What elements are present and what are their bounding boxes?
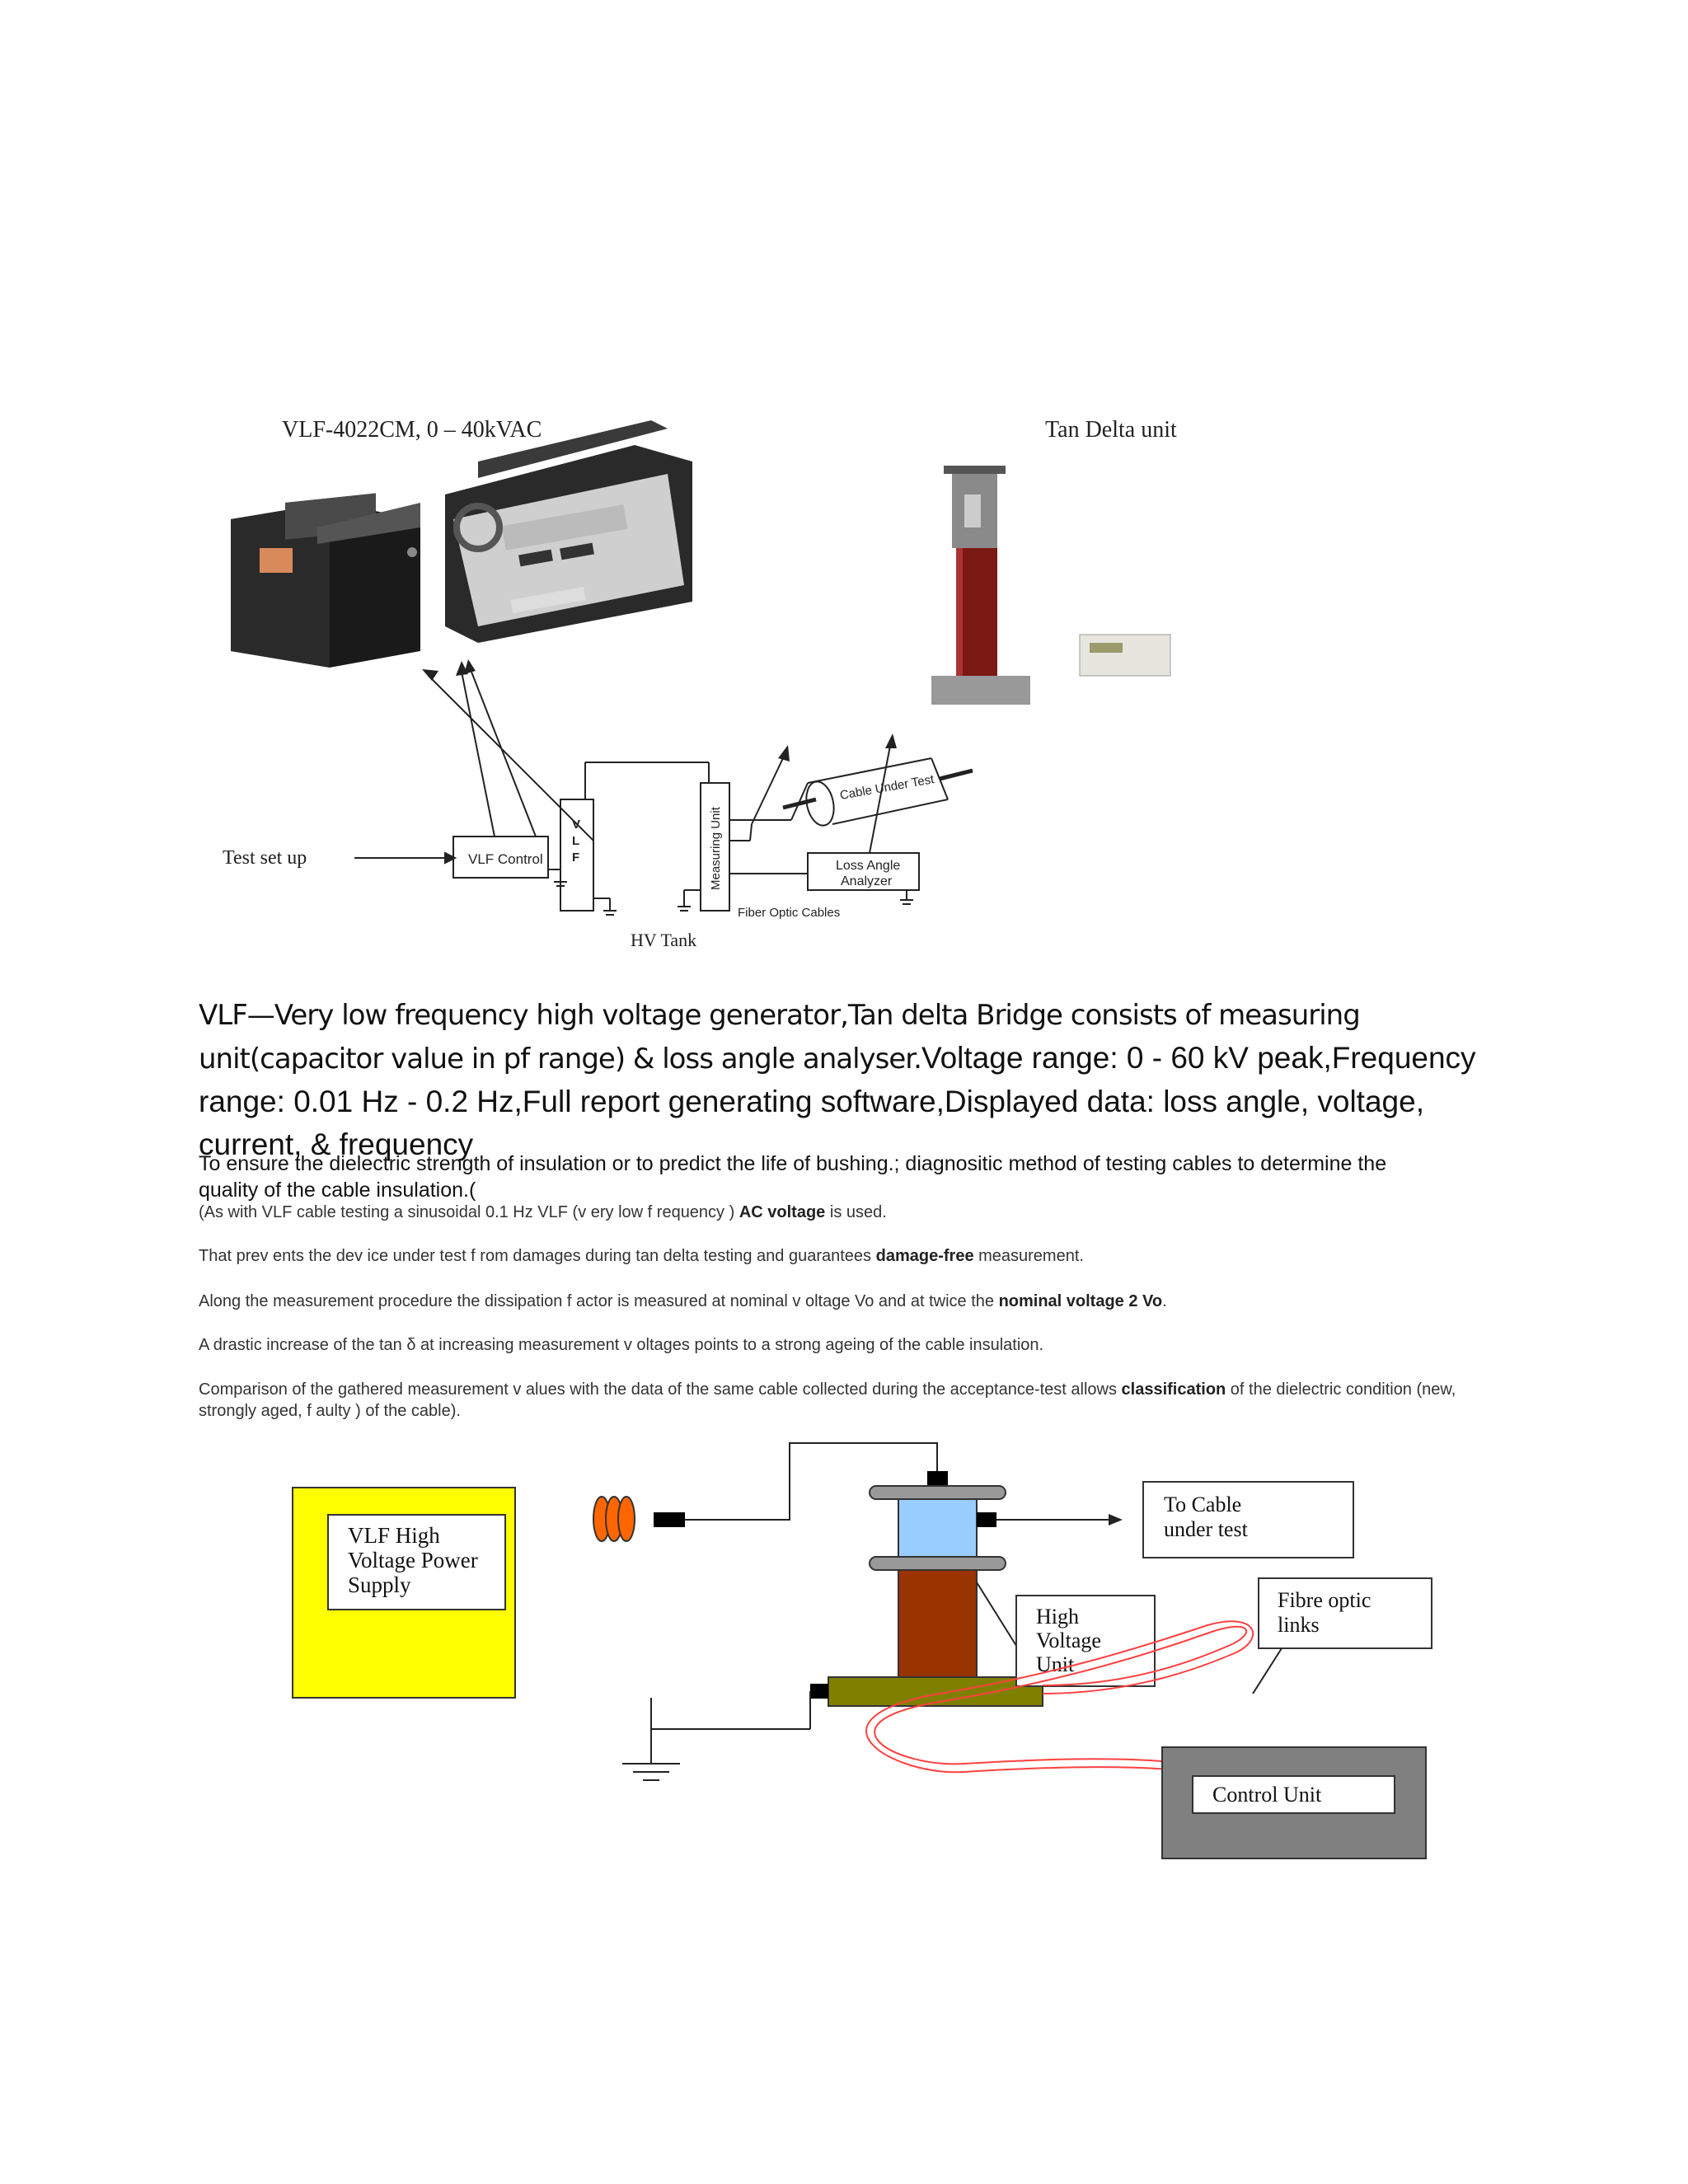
note-text: measurement. — [973, 1247, 1084, 1265]
vlf-control-label: VLF Control — [468, 851, 543, 867]
main-description: VLF—Very low frequency high voltage gene… — [199, 993, 1501, 1166]
control-unit-label: Control Unit — [1212, 1783, 1322, 1807]
vlf-control-photo — [445, 420, 692, 643]
hv-tank-label: HV Tank — [631, 930, 696, 950]
note-text: of the dielectric condition (new, strong… — [199, 1380, 1456, 1420]
vlf-letter-l: L — [572, 834, 579, 848]
vlf-letter-f: F — [572, 851, 579, 865]
vlf-letter-v: V — [572, 818, 580, 832]
test-setup-label: Test set up — [223, 847, 307, 869]
fibre-label-1: Fibre optic — [1278, 1588, 1371, 1612]
test-setup-diagram: VLF-4022CM, 0 – 40kVAC Tan Delta unit — [223, 417, 1177, 950]
loss-angle-analyzer-photo — [1079, 634, 1171, 677]
fibre-optic-loop — [865, 1620, 1254, 1779]
measuring-unit-label: Measuring Unit — [709, 806, 723, 890]
note-text: is used. — [825, 1203, 887, 1221]
fiber-optic-label: Fiber Optic Cables — [738, 906, 840, 920]
fibre-label-box — [1258, 1577, 1432, 1649]
vlf-supply-label-box — [327, 1514, 506, 1610]
cable-under-test-label: Cable Under Test — [839, 772, 936, 803]
purpose-paragraph: To ensure the dielectric strength of ins… — [199, 1152, 1387, 1202]
note-damage-free: That prev ents the dev ice under test f … — [199, 1245, 1484, 1267]
control-unit-label-box — [1192, 1775, 1395, 1814]
note-classification: Comparison of the gathered measurement v… — [199, 1379, 1484, 1422]
loss-angle-label-line1: Loss Angle — [836, 859, 900, 873]
loss-angle-label-line2: Analyzer — [841, 874, 893, 888]
tan-delta-title: Tan Delta unit — [1045, 417, 1177, 443]
to-cable-label-2: under test — [1164, 1517, 1249, 1541]
hv-unit-label-1: High — [1036, 1605, 1079, 1629]
note-text: Along the measurement procedure the diss… — [199, 1292, 999, 1310]
note-bold: AC voltage — [738, 1203, 826, 1221]
main-description-part2: Voltage range: 0 - 60 kV peak,Frequency … — [199, 1041, 1476, 1161]
hv-unit-column — [810, 1471, 1043, 1707]
fibre-label-2: links — [1278, 1613, 1320, 1637]
note-bold: classification — [1121, 1380, 1226, 1399]
capacitor-column-photo — [931, 466, 1030, 705]
to-cable-box — [1142, 1481, 1354, 1558]
vlf-model-title: VLF-4022CM, 0 – 40kVAC — [282, 417, 542, 443]
hv-schematic-diagram: VLF High Voltage Power Supply To Cable u… — [292, 1442, 1432, 1859]
hv-tank-photo — [231, 493, 420, 668]
note-text: . — [1162, 1292, 1167, 1310]
note-text: (As with VLF cable testing a sinusoidal … — [199, 1203, 739, 1221]
vlf-supply-label-3: Supply — [348, 1572, 411, 1597]
note-text: That prev ents the dev ice under test f … — [199, 1247, 876, 1265]
to-cable-label-1: To Cable — [1164, 1493, 1241, 1516]
note-tan-delta-increase: A drastic increase of the tan δ at incre… — [199, 1336, 1044, 1354]
note-bold: nominal voltage 2 Vo — [998, 1292, 1163, 1310]
note-text: Comparison of the gathered measurement v… — [199, 1380, 1122, 1399]
vlf-supply-label-2: Voltage Power — [348, 1548, 478, 1572]
note-ac-voltage: (As with VLF cable testing a sinusoidal … — [199, 1202, 1484, 1223]
note-bold: damage-free — [875, 1247, 974, 1265]
note-dissipation-factor: Along the measurement procedure the diss… — [199, 1291, 1484, 1312]
main-description-part1: VLF—Very low frequency high voltage gene… — [199, 999, 1361, 1076]
vlf-supply-label-1: VLF High — [348, 1523, 440, 1548]
hv-unit-label-2: Voltage — [1036, 1629, 1101, 1652]
hv-coil — [593, 1496, 635, 1542]
